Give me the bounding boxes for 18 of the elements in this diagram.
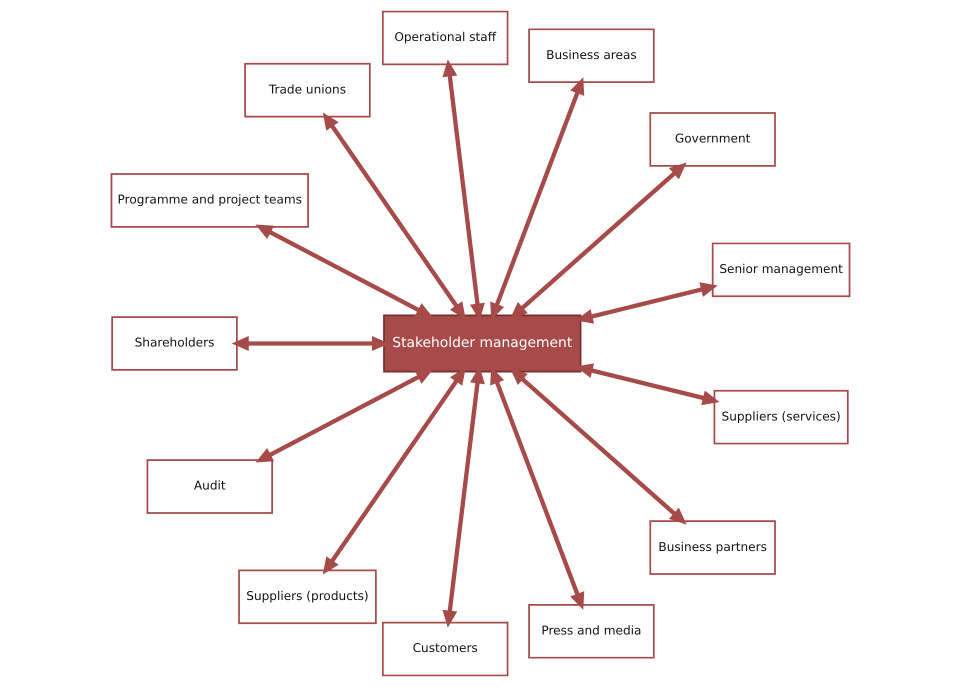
node-box: Senior management <box>712 242 850 298</box>
node-box: Suppliers (services) <box>714 390 849 444</box>
arrow <box>256 369 434 463</box>
node-box: Programme and project teams <box>110 173 309 228</box>
node-box: Audit <box>146 459 273 514</box>
node-box: Suppliers (products) <box>238 570 377 624</box>
node-box: Business partners <box>649 520 776 575</box>
arrow <box>510 162 687 319</box>
node-box: Customers <box>382 622 508 676</box>
node-box: Shareholders <box>111 316 238 371</box>
node-box: Business areas <box>528 28 655 84</box>
node-box: Stakeholder management <box>383 314 582 373</box>
arrow <box>510 368 687 525</box>
node-box: Government <box>649 112 776 167</box>
node-box: Trade unions <box>244 62 371 118</box>
node-box: Press and media <box>528 604 655 659</box>
node-box: Operational staff <box>382 10 508 66</box>
arrow <box>256 224 434 318</box>
